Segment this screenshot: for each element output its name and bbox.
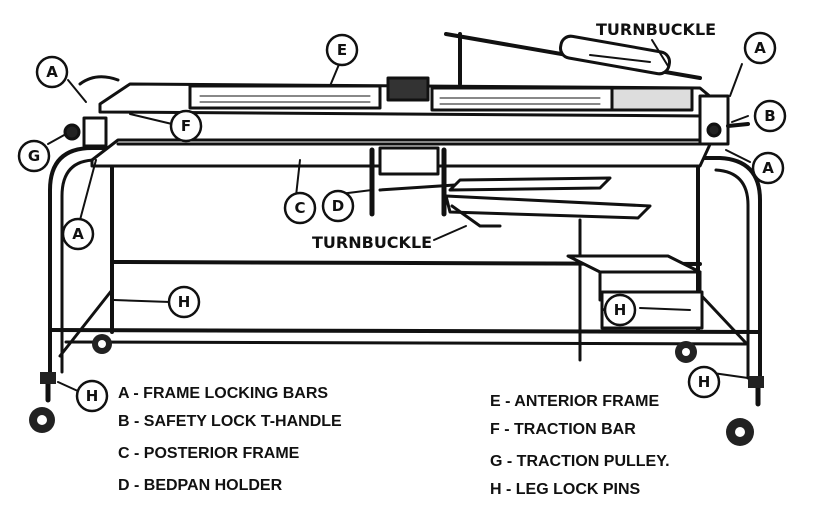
svg-text:H: H [698, 373, 711, 391]
caster-wheels [29, 334, 764, 446]
callout-h-right-mid: H [603, 293, 637, 327]
callout-a-right-mid: A [751, 151, 785, 185]
legend-item-h: H - LEG LOCK PINS [490, 481, 641, 498]
legend-item-b: B - SAFETY LOCK T-HANDLE [118, 413, 342, 430]
callout-h-center: H [167, 285, 201, 319]
end-fittings [63, 75, 750, 148]
callout-g: G [17, 139, 51, 173]
legend-item-e: E - ANTERIOR FRAME [490, 393, 660, 410]
turnbuckle-label-mid: TURNBUCKLE [312, 233, 432, 252]
callout-b: B [753, 99, 787, 133]
legend-item-c: C - POSTERIOR FRAME [118, 445, 300, 462]
legend-right: E - ANTERIOR FRAME F - TRACTION BAR G - … [490, 393, 670, 498]
bedpan-holder [369, 146, 652, 228]
callout-h-left-low: H [75, 379, 109, 413]
svg-text:H: H [178, 293, 191, 311]
callout-a-left-mid: A [61, 217, 95, 251]
svg-text:H: H [614, 301, 627, 319]
foot-step [566, 254, 704, 330]
svg-text:A: A [762, 159, 774, 177]
svg-text:C: C [294, 199, 305, 217]
callout-a-top-right: A [743, 31, 777, 65]
callout-d: D [321, 189, 355, 223]
legend-item-f: F - TRACTION BAR [490, 421, 636, 438]
callouts: A A B A G F E A [17, 31, 787, 413]
legend-item-d: D - BEDPAN HOLDER [118, 477, 283, 494]
svg-text:D: D [332, 197, 344, 215]
legend-item-a: A - FRAME LOCKING BARS [118, 385, 328, 402]
top-turnbuckle-assembly [444, 32, 702, 86]
traction-pulley-wheel [63, 123, 81, 141]
legend-item-g: G - TRACTION PULLEY. [490, 453, 670, 470]
callout-c: C [283, 191, 317, 225]
base-frame [45, 146, 762, 407]
svg-text:E: E [337, 41, 347, 59]
legend-left: A - FRAME LOCKING BARS B - SAFETY LOCK T… [118, 385, 342, 494]
callout-f: F [169, 109, 203, 143]
callout-e: E [325, 33, 359, 67]
turnbuckle-label-top: TURNBUCKLE [596, 20, 716, 39]
callout-a-top-left: A [35, 55, 69, 89]
anterior-frame [98, 76, 726, 118]
svg-text:A: A [754, 39, 766, 57]
svg-text:G: G [28, 147, 40, 165]
svg-text:A: A [46, 63, 58, 81]
svg-text:F: F [181, 117, 191, 135]
svg-text:A: A [72, 225, 84, 243]
svg-text:B: B [764, 107, 775, 125]
callout-h-right-low: H [687, 365, 721, 399]
svg-text:H: H [86, 387, 99, 405]
